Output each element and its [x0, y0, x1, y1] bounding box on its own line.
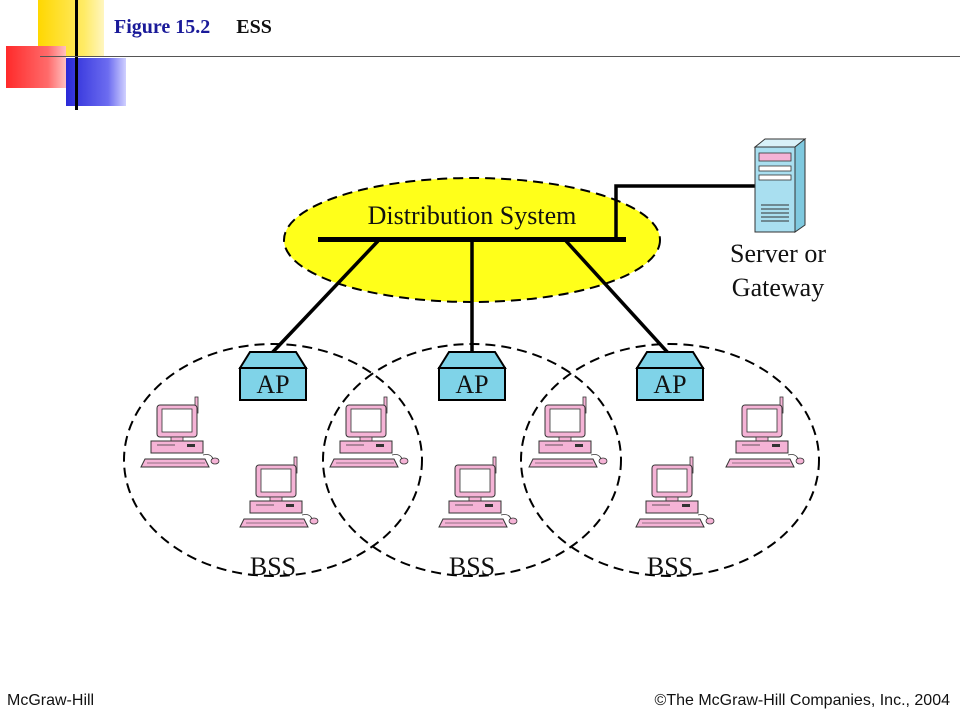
station-icon	[438, 456, 518, 528]
bss-circle-3	[520, 343, 820, 577]
ap-label-1: AP	[256, 370, 289, 399]
station-icon	[635, 456, 715, 528]
station-icon	[239, 456, 319, 528]
footer-publisher: McGraw-Hill	[7, 692, 95, 709]
corner-vertical-line	[75, 0, 78, 110]
station-icon	[528, 396, 608, 468]
station-icon	[329, 396, 409, 468]
link-ap-1	[268, 239, 380, 357]
server-label-line-2: Gateway	[732, 273, 824, 302]
corner-red-square	[6, 46, 66, 88]
server-label-line-1: Server or	[730, 239, 826, 268]
distribution-system-label: Distribution System	[368, 201, 577, 230]
ap-label-2: AP	[455, 370, 488, 399]
access-point-3	[635, 351, 705, 401]
server-icon	[753, 137, 807, 233]
link-ap-3	[564, 239, 672, 357]
bss-label-1: BSS	[250, 552, 296, 581]
figure-number: Figure 15.2	[114, 16, 211, 38]
ap-label-3: AP	[653, 370, 686, 399]
footer-copyright: ©The McGraw-Hill Companies, Inc., 2004	[654, 692, 950, 709]
distribution-backbone	[318, 237, 626, 242]
figure-name: ESS	[236, 16, 272, 38]
bss-circle-1	[123, 343, 423, 577]
link-server	[614, 184, 755, 240]
access-point-2	[437, 351, 507, 401]
station-icon	[140, 396, 220, 468]
bss-label-2: BSS	[449, 552, 495, 581]
header-rule	[40, 56, 960, 57]
station-icon	[725, 396, 805, 468]
bss-label-3: BSS	[647, 552, 693, 581]
figure-title: Figure 15.2 ESS	[114, 16, 272, 39]
access-point-1	[238, 351, 308, 401]
